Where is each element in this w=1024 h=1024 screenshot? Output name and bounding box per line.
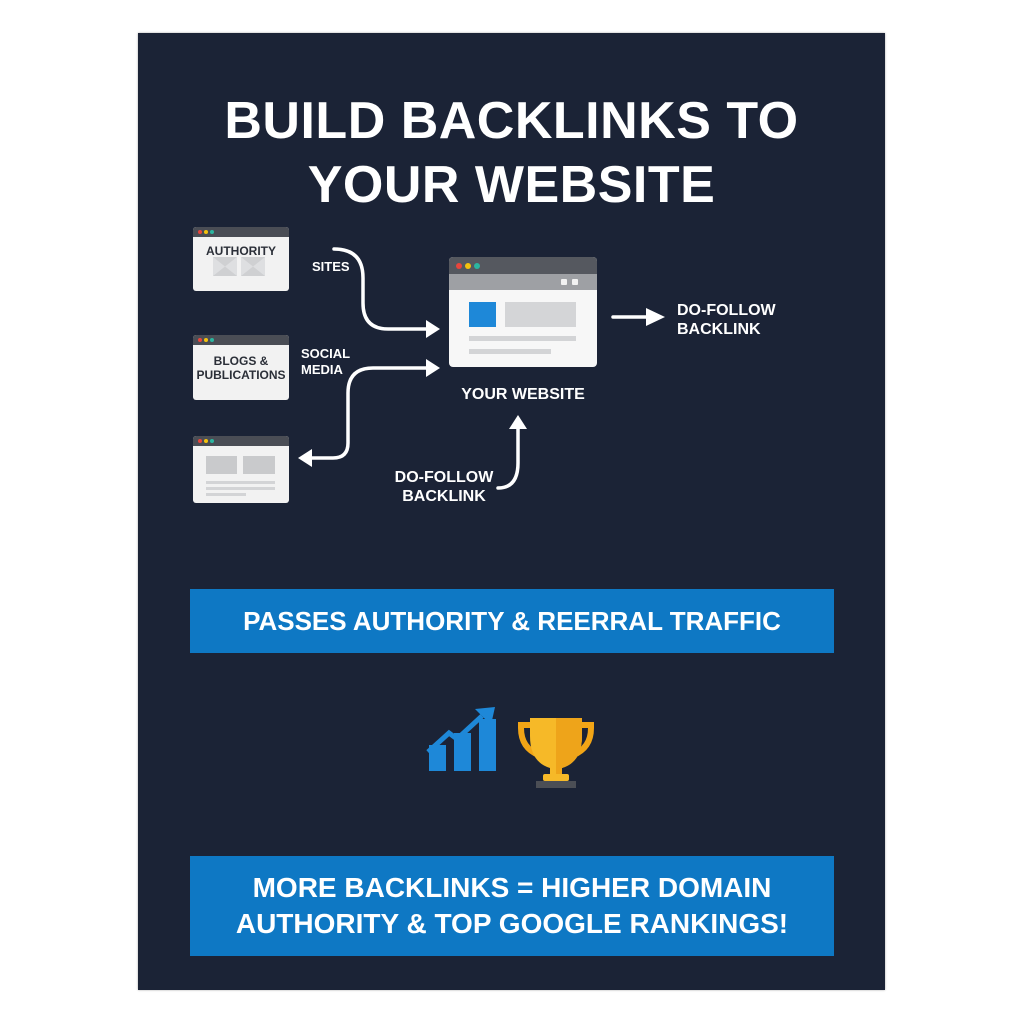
toolbar-button-icon xyxy=(572,279,578,285)
generic-site-window xyxy=(193,436,289,503)
outgoing-label-line-1: DO-FOLLOW xyxy=(677,302,776,319)
toolbar-button-icon xyxy=(561,279,567,285)
content-block xyxy=(206,456,237,474)
social-media-label: SOCIAL MEDIA xyxy=(301,346,350,378)
ranking-benefit-banner: MORE BACKLINKS = HIGHER DOMAIN AUTHORITY… xyxy=(190,856,834,956)
your-website-label: YOUR WEBSITE xyxy=(461,386,585,403)
arrow-head xyxy=(298,449,312,467)
window-titlebar xyxy=(193,335,289,345)
flow-arrows xyxy=(298,247,665,490)
blogs-publications-window: BLOGS & PUBLICATIONS xyxy=(193,335,289,400)
social-label-line-2: MEDIA xyxy=(301,362,343,377)
window-titlebar xyxy=(449,257,597,274)
maximize-dot-icon xyxy=(210,338,214,342)
minimize-dot-icon xyxy=(204,338,208,342)
close-dot-icon xyxy=(198,338,202,342)
authority-traffic-banner: PASSES AUTHORITY & REERRAL TRAFFIC xyxy=(190,589,834,653)
incoming-backlink-label: DO-FOLLOW BACKLINK xyxy=(389,468,499,506)
text-line xyxy=(206,487,275,490)
arrow-head xyxy=(426,320,440,338)
minimize-dot-icon xyxy=(465,263,471,269)
trophy-icon xyxy=(518,718,594,788)
window-titlebar xyxy=(193,227,289,237)
minimize-dot-icon xyxy=(204,439,208,443)
maximize-dot-icon xyxy=(210,230,214,234)
text-line xyxy=(206,493,246,496)
page-title: BUILD BACKLINKS TO YOUR WEBSITE xyxy=(138,89,885,217)
maximize-dot-icon xyxy=(474,263,480,269)
outgoing-label-line-2: BACKLINK xyxy=(677,321,761,338)
window-label-line-2: PUBLICATIONS xyxy=(196,368,286,382)
title-line-1: BUILD BACKLINKS TO xyxy=(224,92,799,150)
content-block xyxy=(243,456,275,474)
arrow-head xyxy=(646,308,665,326)
social-label-line-1: SOCIAL xyxy=(301,346,351,361)
text-line xyxy=(469,336,576,341)
window-label-line-1: BLOGS & xyxy=(213,354,269,368)
text-line xyxy=(469,349,551,354)
minimize-dot-icon xyxy=(204,230,208,234)
outgoing-backlink-label: DO-FOLLOW BACKLINK xyxy=(677,301,776,339)
close-dot-icon xyxy=(198,230,202,234)
bar-chart-trend-up-icon xyxy=(426,707,496,771)
incoming-label-line-1: DO-FOLLOW xyxy=(394,469,494,486)
window-toolbar xyxy=(449,274,597,290)
content-block xyxy=(505,302,576,327)
banner-line-2: AUTHORITY & TOP GOOGLE RANKINGS! xyxy=(235,908,789,939)
incoming-label-line-2: BACKLINK xyxy=(402,488,486,505)
sites-label: SITES xyxy=(312,259,350,274)
your-website-window xyxy=(449,257,597,367)
authority-site-window: AUTHORITY xyxy=(193,227,289,291)
arrow-head xyxy=(509,415,527,429)
close-dot-icon xyxy=(198,439,202,443)
window-titlebar xyxy=(193,436,289,446)
close-dot-icon xyxy=(456,263,462,269)
maximize-dot-icon xyxy=(210,439,214,443)
arrow-head xyxy=(426,359,440,377)
text-line xyxy=(206,481,275,484)
poster: BUILD BACKLINKS TO YOUR WEBSITE AUTHORIT… xyxy=(138,33,885,990)
banner-line-1: MORE BACKLINKS = HIGHER DOMAIN xyxy=(252,872,772,903)
window-label: AUTHORITY xyxy=(206,244,276,258)
accent-block xyxy=(469,302,496,327)
image-placeholder-icon xyxy=(213,257,265,276)
title-line-2: YOUR WEBSITE xyxy=(307,156,716,214)
window-label: BLOGS & PUBLICATIONS xyxy=(193,354,289,382)
